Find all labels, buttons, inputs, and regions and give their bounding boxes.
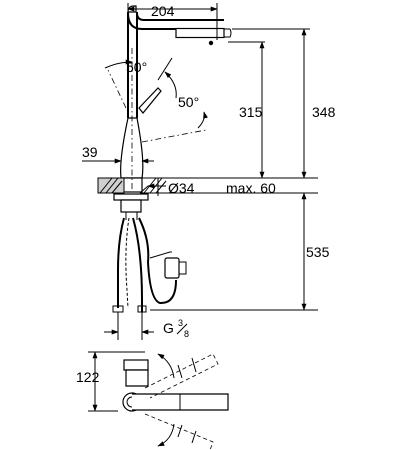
hose-weight — [164, 257, 180, 279]
lever-swing-line — [141, 129, 207, 143]
dim-39-label: 39 — [82, 144, 98, 160]
dim-thread-label: G — [163, 320, 174, 336]
swivel-ref-line — [107, 69, 127, 109]
pull-out-head — [175, 27, 225, 39]
dim-204-label: 204 — [151, 3, 175, 19]
dim-diameter-label: Ø34 — [168, 180, 195, 196]
dim-535-label: 535 — [306, 244, 330, 260]
dim-315-label: 315 — [239, 104, 263, 120]
angle-swivel-label: 50° — [126, 59, 147, 75]
mounting-hardware — [113, 193, 149, 220]
lever-angle-arc — [164, 71, 177, 99]
supply-hoses — [112, 217, 187, 313]
dim-122-label: 122 — [76, 369, 100, 385]
spray-nozzle — [208, 40, 214, 46]
dim-thread-den: 8 — [184, 329, 189, 339]
faucet-plan-view: 122 — [76, 351, 229, 450]
dim-348-label: 348 — [312, 104, 336, 120]
angle-lever-label: 50° — [178, 94, 199, 110]
dim-counter-label: max. 60 — [226, 180, 276, 196]
faucet-lever — [138, 87, 162, 114]
countertop — [97, 177, 318, 194]
swivel-angle-arc — [104, 59, 133, 69]
dim-thread-num: 3 — [178, 318, 183, 328]
faucet-side-view — [120, 5, 232, 193]
